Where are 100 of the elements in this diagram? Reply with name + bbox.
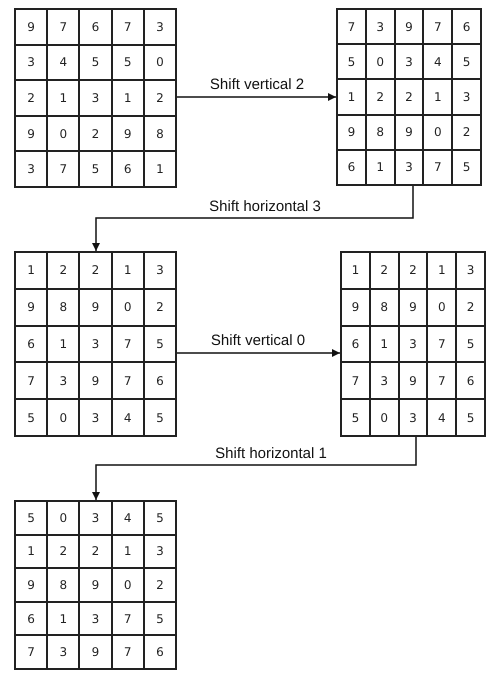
grid-cell: 2	[144, 288, 176, 326]
grid-cell: 6	[456, 362, 485, 400]
grid-cell: 1	[47, 602, 80, 636]
grid-cell: 6	[452, 9, 481, 44]
grid-cell: 2	[456, 288, 485, 326]
grid-cell: 3	[452, 79, 481, 115]
grid-cell: 5	[15, 501, 48, 535]
grid-cell: 0	[144, 44, 176, 80]
grid-cell: 9	[394, 9, 424, 44]
grid-cell: 3	[370, 362, 399, 400]
number-grid	[336, 8, 482, 186]
grid-cell: 6	[144, 635, 176, 669]
grid-cell: 2	[47, 252, 80, 289]
grid-cell: 4	[112, 501, 144, 535]
grid-cell: 0	[112, 288, 144, 326]
grid-cell: 6	[79, 9, 112, 45]
grid-cell: 7	[337, 9, 366, 44]
arrow	[177, 349, 340, 357]
number-grid	[14, 8, 177, 188]
grid-cell: 1	[144, 151, 176, 187]
grid-cell: 7	[112, 602, 144, 636]
grid-cell: 9	[79, 635, 112, 669]
grid-cell: 9	[398, 362, 428, 400]
grid-cell: 5	[341, 399, 370, 436]
grid-cell: 7	[15, 362, 48, 400]
grid-cell: 3	[144, 9, 176, 45]
grid-cell: 1	[341, 252, 370, 289]
grid-cell: 2	[366, 79, 395, 115]
grid-cell: 7	[112, 635, 144, 669]
grid-cell: 2	[47, 534, 80, 568]
grid-cell: 3	[398, 399, 428, 436]
grid-cell: 8	[144, 116, 176, 152]
grid-cell: 9	[79, 568, 112, 602]
grid-cell: 1	[423, 79, 452, 115]
grid-cell: 8	[47, 568, 80, 602]
grid-cell: 7	[47, 151, 80, 187]
grid-cell: 1	[427, 252, 456, 289]
grid-cell: 2	[452, 114, 481, 150]
grid-cell: 1	[370, 326, 399, 362]
grid-cell: 0	[366, 44, 395, 80]
grid-cell: 6	[341, 326, 370, 362]
grid-cell: 4	[112, 399, 144, 436]
grid-cell: 9	[112, 116, 144, 152]
grid-cell: 2	[394, 79, 424, 115]
grid-cell: 0	[427, 288, 456, 326]
grid-cell: 4	[423, 44, 452, 80]
grid-cell: 3	[394, 150, 424, 185]
grid-cell: 2	[144, 568, 176, 602]
grid-cell: 3	[144, 252, 176, 289]
grid-cell: 0	[112, 568, 144, 602]
grid-cell: 9	[15, 9, 48, 45]
arrow	[92, 186, 414, 251]
grid-cell: 0	[47, 501, 80, 535]
grid-cell: 7	[423, 9, 452, 44]
grid-cell: 9	[337, 114, 366, 150]
grid-cell: 2	[79, 534, 112, 568]
grid-cell: 5	[144, 501, 176, 535]
grid-cell: 5	[456, 326, 485, 362]
number-grid	[340, 251, 486, 437]
grid-cell: 7	[427, 326, 456, 362]
grid-cell: 5	[452, 150, 481, 185]
grid-cell: 8	[47, 288, 80, 326]
grid-cell: 1	[15, 252, 48, 289]
grid-cell: 3	[144, 534, 176, 568]
grid-cell: 3	[79, 80, 112, 116]
grid-cell: 3	[47, 362, 80, 400]
grid-cell: 6	[337, 150, 366, 185]
grid-cell: 1	[47, 80, 80, 116]
grid-cell: 7	[341, 362, 370, 400]
grid-cell: 3	[394, 44, 424, 80]
grid-cell: 2	[398, 252, 428, 289]
grid-cell: 1	[112, 252, 144, 289]
grid-cell: 2	[79, 116, 112, 152]
grid-cell: 5	[452, 44, 481, 80]
grid-cell: 1	[366, 150, 395, 185]
grid-cell: 7	[423, 150, 452, 185]
grid-cell: 7	[112, 326, 144, 362]
grid-cell: 9	[398, 288, 428, 326]
grid-cell: 1	[47, 326, 80, 362]
grid-cell: 5	[15, 399, 48, 436]
grid-cell: 6	[15, 326, 48, 362]
grid-cell: 0	[370, 399, 399, 436]
grid-cell: 3	[79, 501, 112, 535]
grid-cell: 3	[79, 602, 112, 636]
grid-cell: 2	[144, 80, 176, 116]
arrow	[92, 437, 417, 500]
grid-cell: 4	[47, 44, 80, 80]
grid-cell: 9	[15, 568, 48, 602]
grid-cell: 3	[15, 44, 48, 80]
grid-cell: 6	[144, 362, 176, 400]
grid-cell: 3	[15, 151, 48, 187]
grid-cell: 3	[79, 326, 112, 362]
grid-cell: 1	[112, 80, 144, 116]
grid-cell: 5	[79, 151, 112, 187]
arrow	[177, 93, 336, 101]
grid-cell: 5	[144, 326, 176, 362]
grid-cell: 0	[47, 116, 80, 152]
grid-cell: 3	[79, 399, 112, 436]
grid-cell: 5	[456, 399, 485, 436]
grid-cell: 7	[427, 362, 456, 400]
